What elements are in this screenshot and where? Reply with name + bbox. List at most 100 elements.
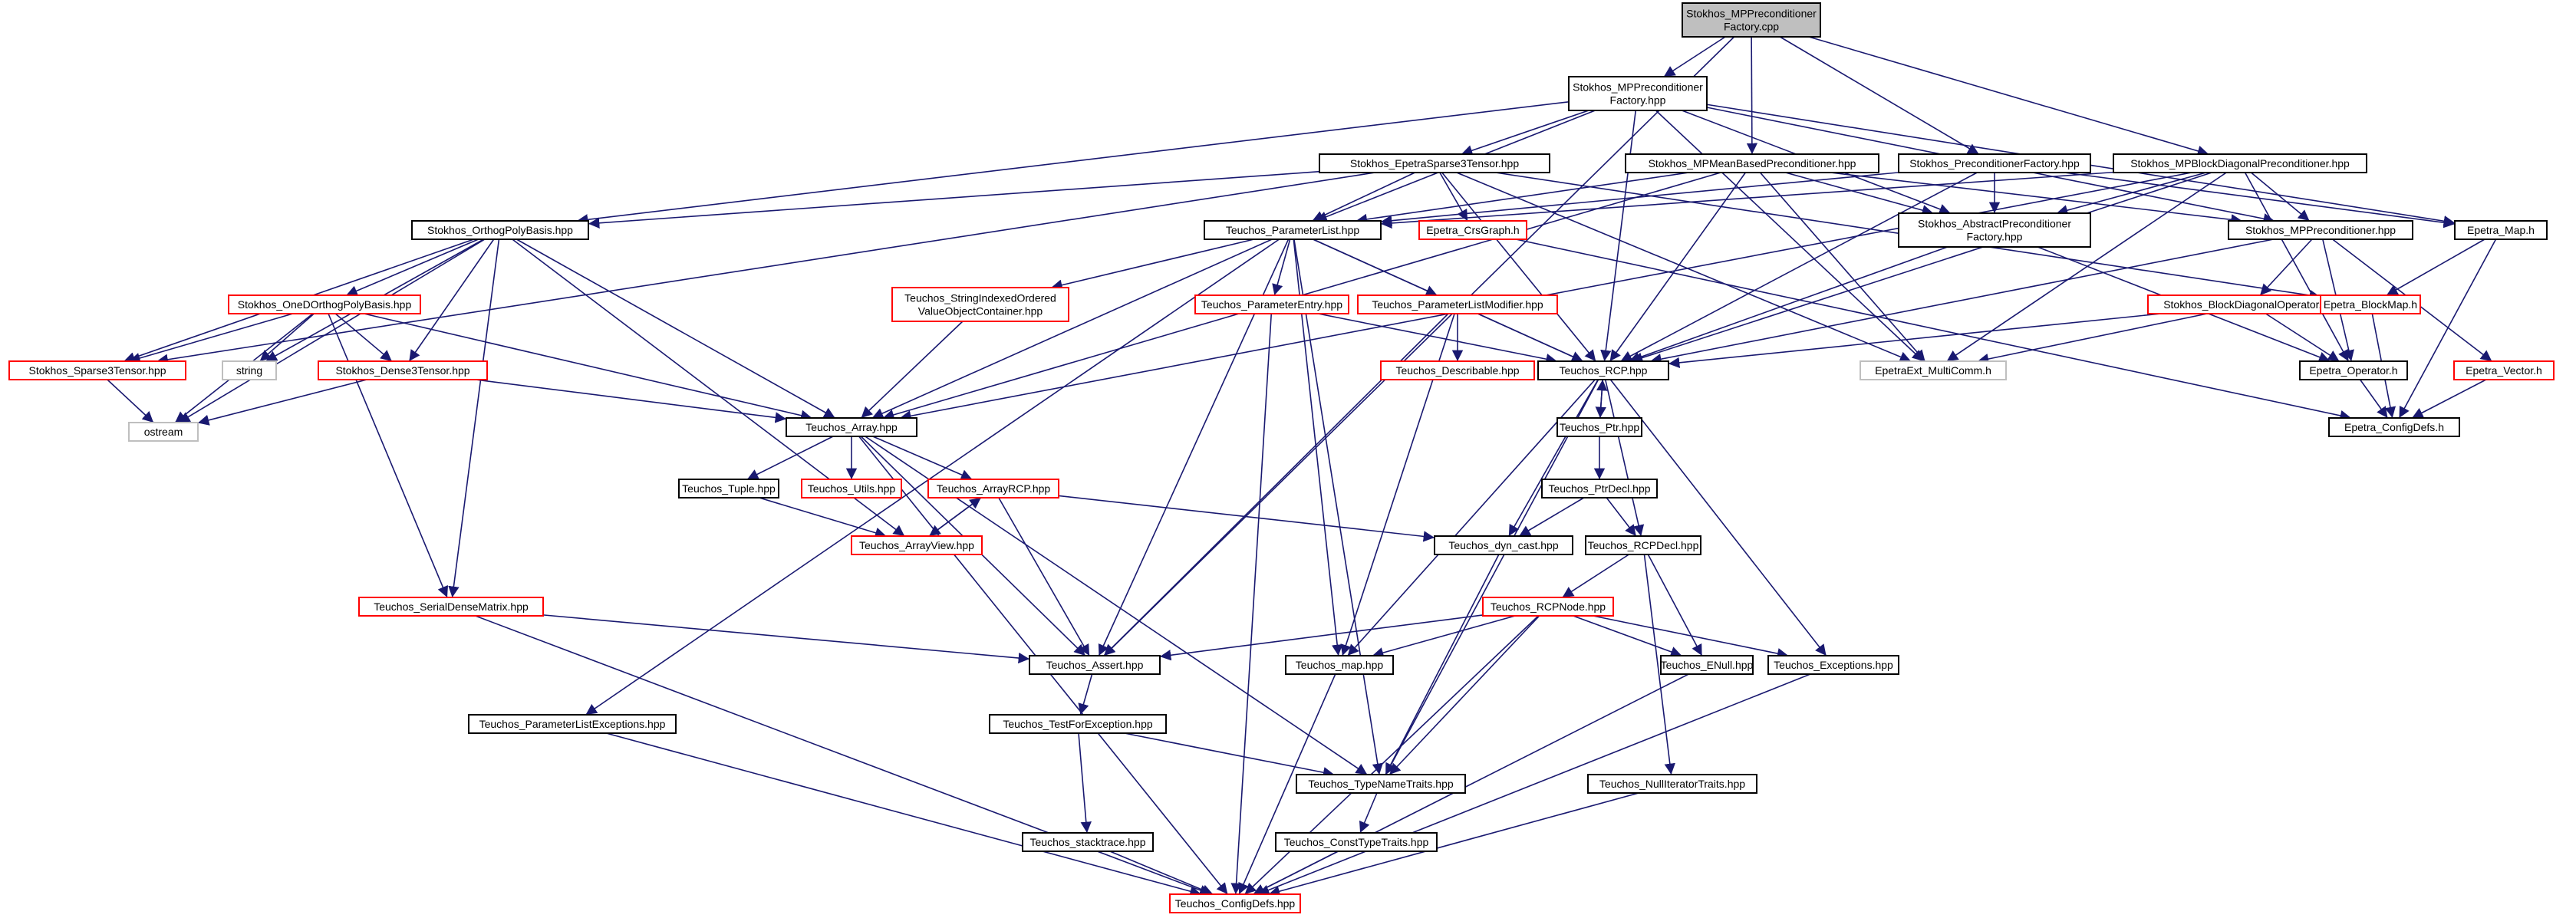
node-nulliter[interactable]: Teuchos_NullIteratorTraits.hpp <box>1587 774 1757 794</box>
node-rcp[interactable]: Teuchos_RCP.hpp <box>1537 360 1669 380</box>
node-box <box>468 714 677 734</box>
node-stacktrace[interactable]: Teuchos_stacktrace.hpp <box>1022 832 1154 852</box>
node-box <box>1169 893 1301 913</box>
edge-orthopoly-to-oned <box>346 239 479 297</box>
node-configdefs_h[interactable]: Epetra_ConfigDefs.h <box>2328 417 2460 437</box>
node-utils[interactable]: Teuchos_Utils.hpp <box>801 479 902 498</box>
node-typename[interactable]: Teuchos_TypeNameTraits.hpp <box>1296 774 1466 794</box>
node-ostream[interactable]: ostream <box>128 422 199 442</box>
edge-paramentry-to-rcp <box>1318 313 1557 365</box>
edge-orthopoly-to-serialdense <box>448 239 500 598</box>
node-box <box>1660 655 1754 675</box>
edge-mpfac_hpp-to-rcp <box>1600 110 1637 362</box>
node-arrayrcp[interactable]: Teuchos_ArrayRCP.hpp <box>927 479 1059 498</box>
node-label: Teuchos_stacktrace.hpp <box>1030 836 1146 848</box>
node-mpmean[interactable]: Stokhos_MPMeanBasedPreconditioner.hpp <box>1625 153 1879 173</box>
node-sparse3[interactable]: Stokhos_Sparse3Tensor.hpp <box>8 360 186 380</box>
node-array[interactable]: Teuchos_Array.hpp <box>786 417 917 437</box>
node-precfac[interactable]: Stokhos_PreconditionerFactory.hpp <box>1898 153 2091 173</box>
node-box <box>2228 220 2413 240</box>
node-box <box>1587 774 1757 794</box>
node-mpblockdiag[interactable]: Stokhos_MPBlockDiagonalPreconditioner.hp… <box>2113 153 2367 173</box>
node-box <box>1296 774 1466 794</box>
edge-epetra_sparse3-to-crsgraph <box>1439 172 1468 222</box>
node-label: Teuchos_dyn_cast.hpp <box>1448 539 1558 551</box>
node-blockmap[interactable]: Epetra_BlockMap.h <box>2320 294 2421 314</box>
node-oned[interactable]: Stokhos_OneDOrthogPolyBasis.hpp <box>228 294 421 314</box>
edge-rcpdecl-to-rcpnode <box>1562 554 1629 598</box>
node-epetra_sparse3[interactable]: Stokhos_EpetraSparse3Tensor.hpp <box>1319 153 1550 173</box>
node-dyncast[interactable]: Teuchos_dyn_cast.hpp <box>1434 535 1573 555</box>
edge-assert-to-testforexc <box>1078 673 1093 716</box>
node-exceptions[interactable]: Teuchos_Exceptions.hpp <box>1767 655 1899 675</box>
edge-precfac-to-rcp <box>1620 172 1978 362</box>
node-box <box>222 360 277 380</box>
node-label: Teuchos_Describable.hpp <box>1395 364 1519 377</box>
node-box <box>927 479 1059 498</box>
node-box <box>678 479 779 498</box>
node-box <box>851 535 983 555</box>
node-testforexc[interactable]: Teuchos_TestForException.hpp <box>989 714 1167 734</box>
edge-orthopoly-to-ostream <box>178 239 486 423</box>
node-label: Teuchos_SerialDenseMatrix.hpp <box>374 600 529 613</box>
edge-map-to-configdefs_hpp <box>1238 673 1336 895</box>
node-box <box>1898 212 2091 248</box>
node-epetramap[interactable]: Epetra_Map.h <box>2454 220 2548 240</box>
node-box <box>1556 417 1642 437</box>
edge-rcp-to-rcpdecl <box>1604 379 1645 537</box>
node-string[interactable]: string <box>222 360 277 380</box>
node-label: Teuchos_TypeNameTraits.hpp <box>1308 778 1454 790</box>
edge-mpblockdiag-to-mpprec <box>2250 172 2311 222</box>
node-paramlist[interactable]: Teuchos_ParameterList.hpp <box>1204 220 1382 240</box>
node-consttype[interactable]: Teuchos_ConstTypeTraits.hpp <box>1275 832 1438 852</box>
edge-consttype-to-configdefs_hpp <box>1253 851 1339 895</box>
node-stringidx[interactable]: Teuchos_StringIndexedOrderedValueObjectC… <box>891 287 1069 322</box>
node-multicomm[interactable]: EpetraExt_MultiComm.h <box>1860 360 2007 380</box>
node-label: Factory.hpp <box>1967 231 2023 243</box>
edge-paramlist-to-typename <box>1293 239 1383 775</box>
edge-paramlist-to-paramlistexc <box>585 239 1280 716</box>
node-serialdense[interactable]: Teuchos_SerialDenseMatrix.hpp <box>358 597 544 617</box>
node-paramentry[interactable]: Teuchos_ParameterEntry.hpp <box>1194 294 1349 314</box>
node-box <box>8 360 186 380</box>
node-label: Teuchos_RCPNode.hpp <box>1491 600 1606 613</box>
node-label: EpetraExt_MultiComm.h <box>1875 364 1991 377</box>
edge-rcpnode-to-typename <box>1388 615 1540 775</box>
node-absprecfac[interactable]: Stokhos_AbstractPreconditionerFactory.hp… <box>1898 212 2091 248</box>
node-map[interactable]: Teuchos_map.hpp <box>1285 655 1394 675</box>
node-orthopoly[interactable]: Stokhos_OrthogPolyBasis.hpp <box>411 220 589 240</box>
node-rcpnode[interactable]: Teuchos_RCPNode.hpp <box>1482 597 1614 617</box>
node-box <box>1022 832 1154 852</box>
edge-mpblockdiag-to-epetraop <box>2244 172 2350 362</box>
node-crsgraph[interactable]: Epetra_CrsGraph.h <box>1418 220 1527 240</box>
node-epetravec[interactable]: Epetra_Vector.h <box>2453 360 2555 380</box>
edge-oned-to-string <box>259 313 315 362</box>
node-paramlistexc[interactable]: Teuchos_ParameterListExceptions.hpp <box>468 714 677 734</box>
node-label: Stokhos_MPMeanBasedPreconditioner.hpp <box>1649 157 1856 169</box>
nodes-layer: Stokhos_MPPreconditionerFactory.cppStokh… <box>8 2 2555 913</box>
edge-oned-to-sparse3 <box>129 313 293 364</box>
node-dense3[interactable]: Stokhos_Dense3Tensor.hpp <box>318 360 488 380</box>
edge-ptr-to-rcp <box>1596 379 1608 419</box>
node-epetraop[interactable]: Epetra_Operator.h <box>2299 360 2408 380</box>
node-box <box>2113 153 2367 173</box>
node-tuple[interactable]: Teuchos_Tuple.hpp <box>678 479 779 498</box>
node-box <box>2328 417 2460 437</box>
edge-epetraop-to-configdefs_h <box>2359 379 2389 419</box>
node-box <box>2320 294 2421 314</box>
edge-array-to-tuple <box>746 436 834 480</box>
node-assert[interactable]: Teuchos_Assert.hpp <box>1029 655 1161 675</box>
node-rcpdecl[interactable]: Teuchos_RCPDecl.hpp <box>1585 535 1701 555</box>
node-enull[interactable]: Teuchos_ENull.hpp <box>1660 655 1754 675</box>
node-paramlistmod[interactable]: Teuchos_ParameterListModifier.hpp <box>1357 294 1558 314</box>
edge-nulliter-to-configdefs_hpp <box>1268 792 1639 897</box>
node-configdefs_hpp[interactable]: Teuchos_ConfigDefs.hpp <box>1169 893 1301 913</box>
node-ptr[interactable]: Teuchos_Ptr.hpp <box>1556 417 1642 437</box>
node-ptrdecl[interactable]: Teuchos_PtrDecl.hpp <box>1541 479 1658 498</box>
node-arrayview[interactable]: Teuchos_ArrayView.hpp <box>851 535 983 555</box>
node-mpprec[interactable]: Stokhos_MPPreconditioner.hpp <box>2228 220 2413 240</box>
node-describable[interactable]: Teuchos_Describable.hpp <box>1380 360 1535 380</box>
node-box <box>1860 360 2007 380</box>
